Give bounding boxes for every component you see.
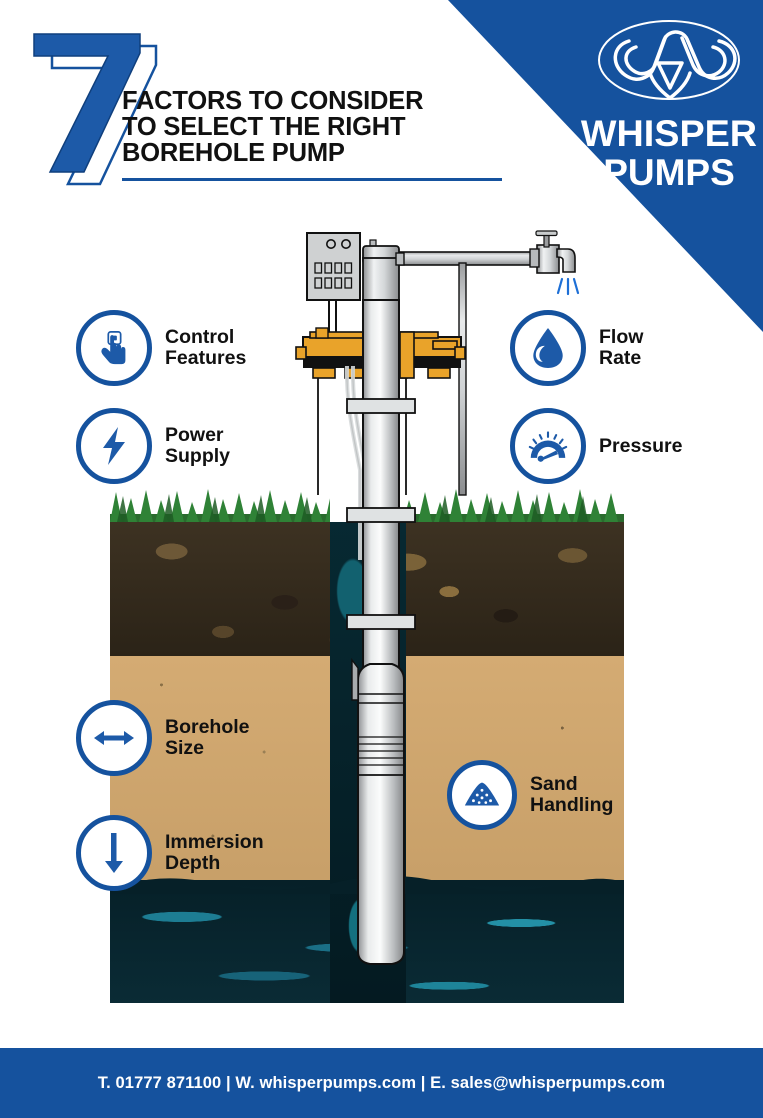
factor-power-supply[interactable]: Power Supply <box>76 408 230 484</box>
control-panel <box>306 232 361 345</box>
factor-sand-handling[interactable]: Sand Handling <box>447 760 613 830</box>
title-line-3: BOREHOLE PUMP <box>122 139 345 167</box>
water-spray-icon <box>556 277 580 296</box>
title-underline <box>122 178 502 181</box>
title-line-2: TO SELECT THE RIGHT <box>122 113 406 141</box>
water-droplet-icon <box>510 310 586 386</box>
down-arrow-icon <box>76 815 152 891</box>
whisper-pumps-logo: WHISPER PUMPS <box>578 16 760 191</box>
page-title: FACTORS TO CONSIDER TO SELECT THE RIGHT … <box>122 88 482 166</box>
factor-label: Flow Rate <box>599 326 644 369</box>
outlet-tap <box>529 230 580 296</box>
pressure-gauge-icon <box>510 408 586 484</box>
factor-label: Sand Handling <box>530 773 614 816</box>
footer-contact-bar: T. 01777 871100 | W. whisperpumps.com | … <box>0 1048 763 1118</box>
factor-label: Immersion Depth <box>165 831 264 874</box>
factor-label: Control Features <box>165 326 247 369</box>
logo-text-whisper: WHISPER <box>580 113 758 154</box>
wellhead-riser <box>362 239 405 307</box>
borehole-shaft <box>330 488 406 1003</box>
factor-pressure[interactable]: Pressure <box>510 408 682 484</box>
factor-immersion-depth[interactable]: Immersion Depth <box>76 815 264 891</box>
orange-wellhead-cap <box>295 327 466 379</box>
borehole-shaft-above-soil <box>330 488 406 522</box>
sand-pile-icon <box>447 760 517 830</box>
headline-number-seven <box>28 26 158 186</box>
factor-control-features[interactable]: Control Features <box>76 310 246 386</box>
lightning-bolt-icon <box>76 408 152 484</box>
logo-w-oval-icon <box>598 20 740 100</box>
factor-label: Pressure <box>599 434 683 457</box>
hand-press-icon <box>76 310 152 386</box>
footer-contact-text[interactable]: T. 01777 871100 | W. whisperpumps.com | … <box>97 1073 666 1092</box>
factor-borehole-size[interactable]: Borehole Size <box>76 700 250 776</box>
factor-label: Power Supply <box>165 424 231 467</box>
horizontal-double-arrow-icon <box>76 700 152 776</box>
dip-tube <box>317 378 407 495</box>
title-line-1: FACTORS TO CONSIDER <box>122 87 424 115</box>
factor-flow-rate[interactable]: Flow Rate <box>510 310 643 386</box>
logo-text-pumps: PUMPS <box>603 152 735 193</box>
factor-label: Borehole Size <box>165 716 250 759</box>
